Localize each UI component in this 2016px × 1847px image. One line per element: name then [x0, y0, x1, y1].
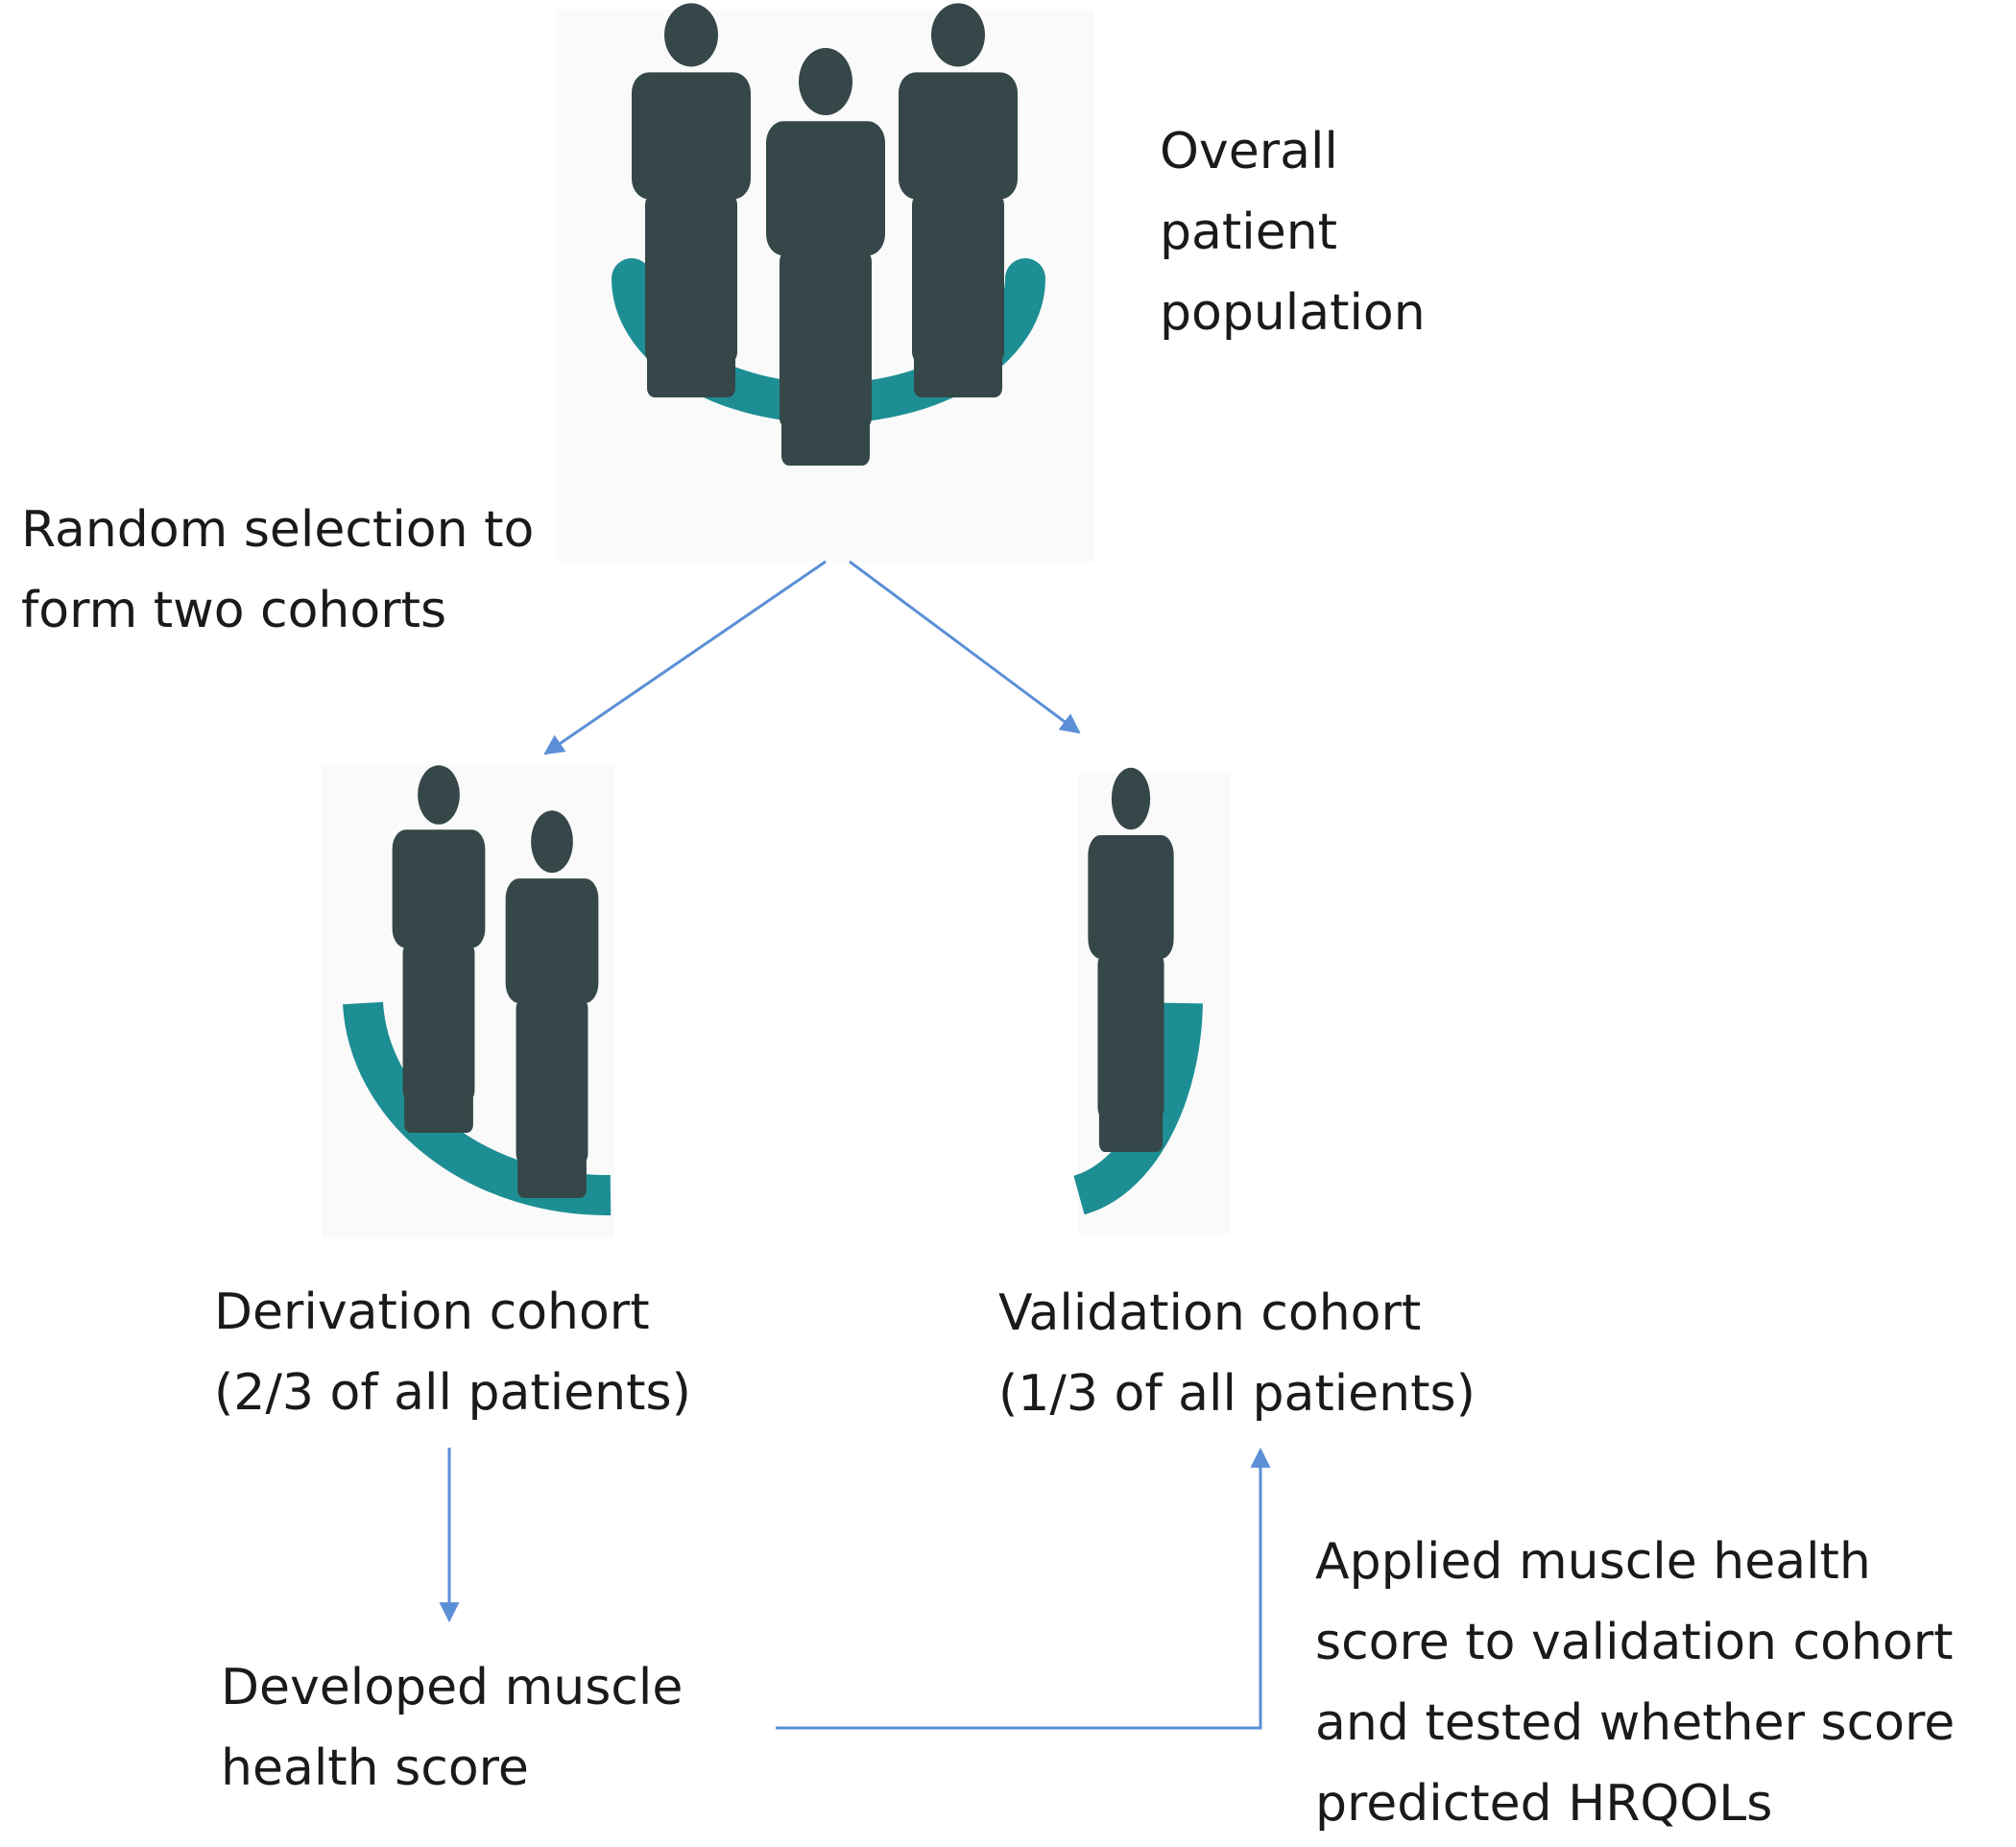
derivation-cohort-label: Derivation cohort (2/3 of all patients) — [214, 1272, 691, 1433]
arrow-to-derivation — [543, 560, 827, 756]
text-line: Derivation cohort — [214, 1283, 650, 1341]
developed-score-label: Developed muscle health score — [221, 1647, 683, 1809]
arrow-to-validation-cohort — [776, 1447, 1271, 1730]
overall-population-label: Overall patient population — [1160, 111, 1426, 353]
patient-group-icon — [557, 3, 1094, 562]
patient-pair-icon — [322, 763, 614, 1238]
random-selection-label: Random selection to form two cohorts — [21, 490, 534, 651]
text-line: score to validation cohort — [1315, 1614, 1954, 1671]
text-line: Validation cohort — [998, 1284, 1422, 1342]
text-line: predicted HRQOLs — [1315, 1775, 1773, 1833]
text-line: and tested whether score — [1315, 1694, 1956, 1752]
text-line: (2/3 of all patients) — [214, 1364, 691, 1422]
arrow-to-validation — [849, 560, 1081, 734]
text-line: Random selection to — [21, 501, 535, 559]
text-line: Applied muscle health — [1315, 1533, 1871, 1591]
text-line: (1/3 of all patients) — [998, 1365, 1476, 1423]
text-line: health score — [221, 1739, 529, 1797]
text-line: patient — [1160, 204, 1338, 261]
applied-score-label: Applied muscle health score to validatio… — [1315, 1522, 1955, 1844]
validation-cohort-label: Validation cohort (1/3 of all patients) — [998, 1273, 1476, 1434]
single-patient-icon — [1072, 767, 1231, 1234]
text-line: Developed muscle — [221, 1659, 684, 1716]
text-line: form two cohorts — [21, 582, 447, 639]
text-line: Overall — [1160, 123, 1338, 180]
text-line: population — [1160, 284, 1426, 342]
